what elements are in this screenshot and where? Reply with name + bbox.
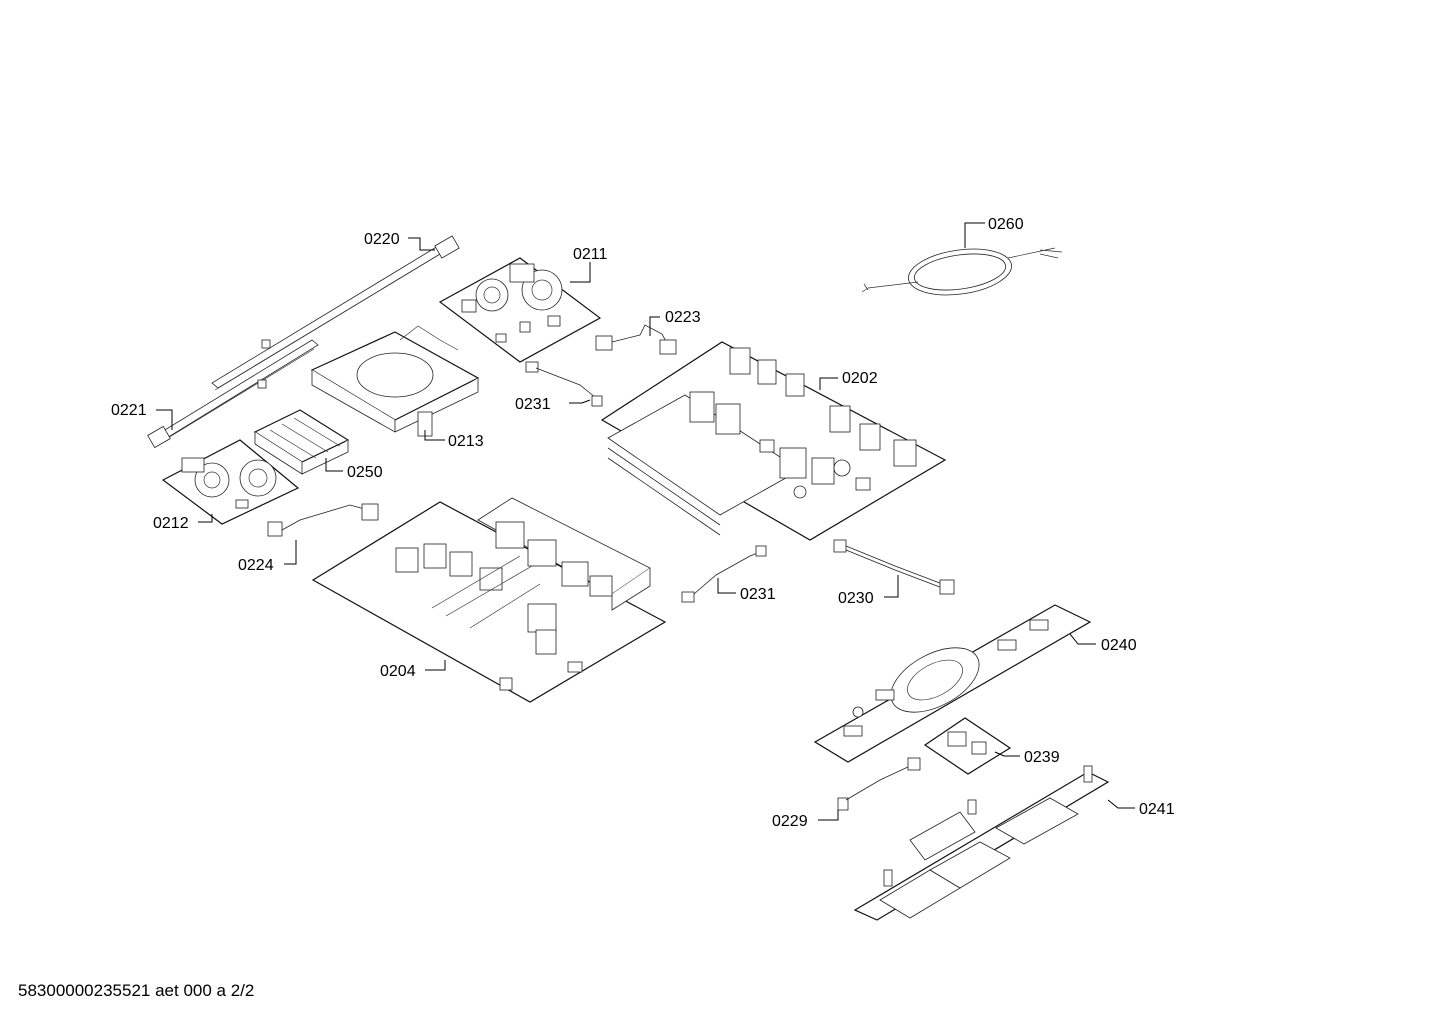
part-0211-filter-board (438, 257, 602, 363)
part-0224-cable (267, 503, 379, 537)
label-0220: 0220 (364, 231, 400, 248)
part-0260-cable-coil (861, 247, 1063, 296)
part-0231-cable-lower (681, 545, 767, 603)
label-0211: 0211 (573, 246, 608, 263)
part-labels: 0220 0211 0260 0223 0202 0221 0231 0213 … (111, 216, 1175, 830)
label-0260: 0260 (988, 216, 1024, 233)
part-0204-inverter-board (311, 497, 667, 703)
label-0250: 0250 (347, 464, 383, 481)
label-0231-upper: 0231 (515, 396, 551, 413)
label-0202: 0202 (842, 370, 878, 387)
part-0213-fan-heatsink (310, 325, 480, 437)
label-0212: 0212 (153, 515, 189, 532)
part-0231-cable-upper (525, 361, 603, 407)
part-0250-terminal-block (253, 409, 350, 475)
part-0239-small-board (923, 717, 1012, 775)
label-0230: 0230 (838, 590, 874, 607)
part-0230-cable (833, 539, 955, 595)
document-id-footer: 58300000235521 aet 000 a 2/2 (18, 981, 255, 1000)
part-0223-cable (595, 324, 677, 355)
label-0239: 0239 (1024, 749, 1060, 766)
part-0221-cable-bar (147, 339, 319, 449)
label-0221: 0221 (111, 402, 147, 419)
leader-lines (156, 222, 1135, 821)
label-0213: 0213 (448, 433, 484, 450)
label-0240: 0240 (1101, 637, 1137, 654)
part-0240-control-board (813, 604, 1092, 763)
part-0241-bracket-rail (853, 765, 1110, 921)
label-0204: 0204 (380, 663, 416, 680)
part-0220-cable-bar (211, 235, 460, 391)
part-0229-cable (837, 757, 921, 811)
label-0223: 0223 (665, 309, 701, 326)
label-0231-lower: 0231 (740, 586, 776, 603)
label-0241: 0241 (1139, 801, 1175, 818)
label-0229: 0229 (772, 813, 808, 830)
label-0224: 0224 (238, 557, 274, 574)
part-0202-power-board (600, 341, 947, 541)
part-0212-filter-board (161, 439, 300, 525)
